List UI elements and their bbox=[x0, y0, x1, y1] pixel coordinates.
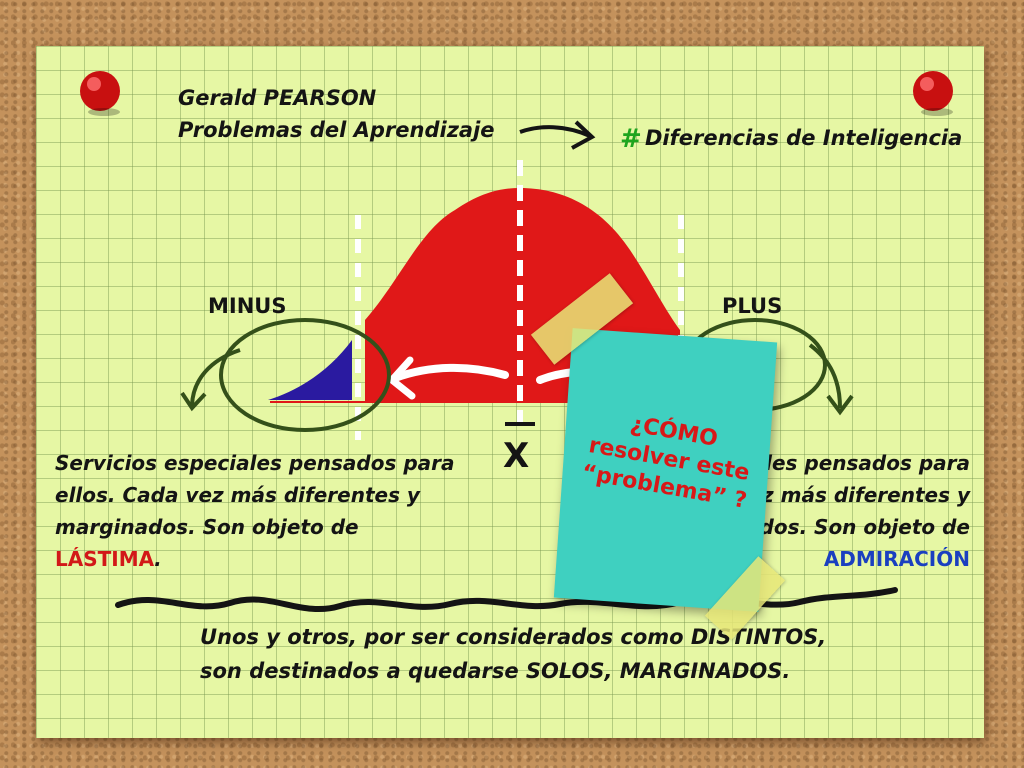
author-name: Gerald PEARSON bbox=[178, 86, 377, 110]
left-line-3: marginados. Son objeto de bbox=[55, 515, 359, 539]
right-line-2: z más diferentes y bbox=[762, 483, 970, 507]
left-line-1: Servicios especiales pensados para bbox=[55, 451, 455, 475]
white-arrow-left bbox=[391, 363, 509, 382]
left-end: . bbox=[154, 547, 162, 571]
plus-label: PLUS bbox=[722, 294, 783, 318]
pin-left-icon bbox=[80, 71, 120, 116]
topic-title: Diferencias de Inteligencia bbox=[645, 126, 963, 150]
mean-label: X bbox=[503, 436, 530, 476]
black-arrow-icon bbox=[519, 125, 591, 138]
right-line-3: ados. Son objeto de bbox=[746, 515, 970, 539]
left-ellipse bbox=[219, 318, 391, 432]
subject-title: Problemas del Aprendizaje bbox=[178, 118, 495, 142]
right-line-1: ales pensados para bbox=[751, 451, 970, 475]
pin-right-icon bbox=[913, 71, 953, 116]
left-tail bbox=[268, 340, 352, 400]
lastima-emphasis: LÁSTIMA bbox=[55, 547, 155, 571]
left-line-2: ellos. Cada vez más diferentes y bbox=[55, 483, 420, 507]
green-arrow-right-icon bbox=[808, 343, 842, 409]
green-arrow-left-icon bbox=[190, 348, 241, 406]
right-paragraph: ales pensados para z más diferentes y ad… bbox=[730, 447, 970, 575]
minus-label: MINUS bbox=[208, 294, 287, 318]
footer-line-2: son destinados a quedarse SOLOS, MARGINA… bbox=[200, 659, 791, 683]
left-paragraph: Servicios especiales pensados para ellos… bbox=[55, 447, 475, 575]
wavy-divider bbox=[115, 587, 898, 613]
admiracion-emphasis: ADMIRACIÓN bbox=[823, 547, 970, 571]
hash-symbol: # bbox=[620, 124, 642, 154]
